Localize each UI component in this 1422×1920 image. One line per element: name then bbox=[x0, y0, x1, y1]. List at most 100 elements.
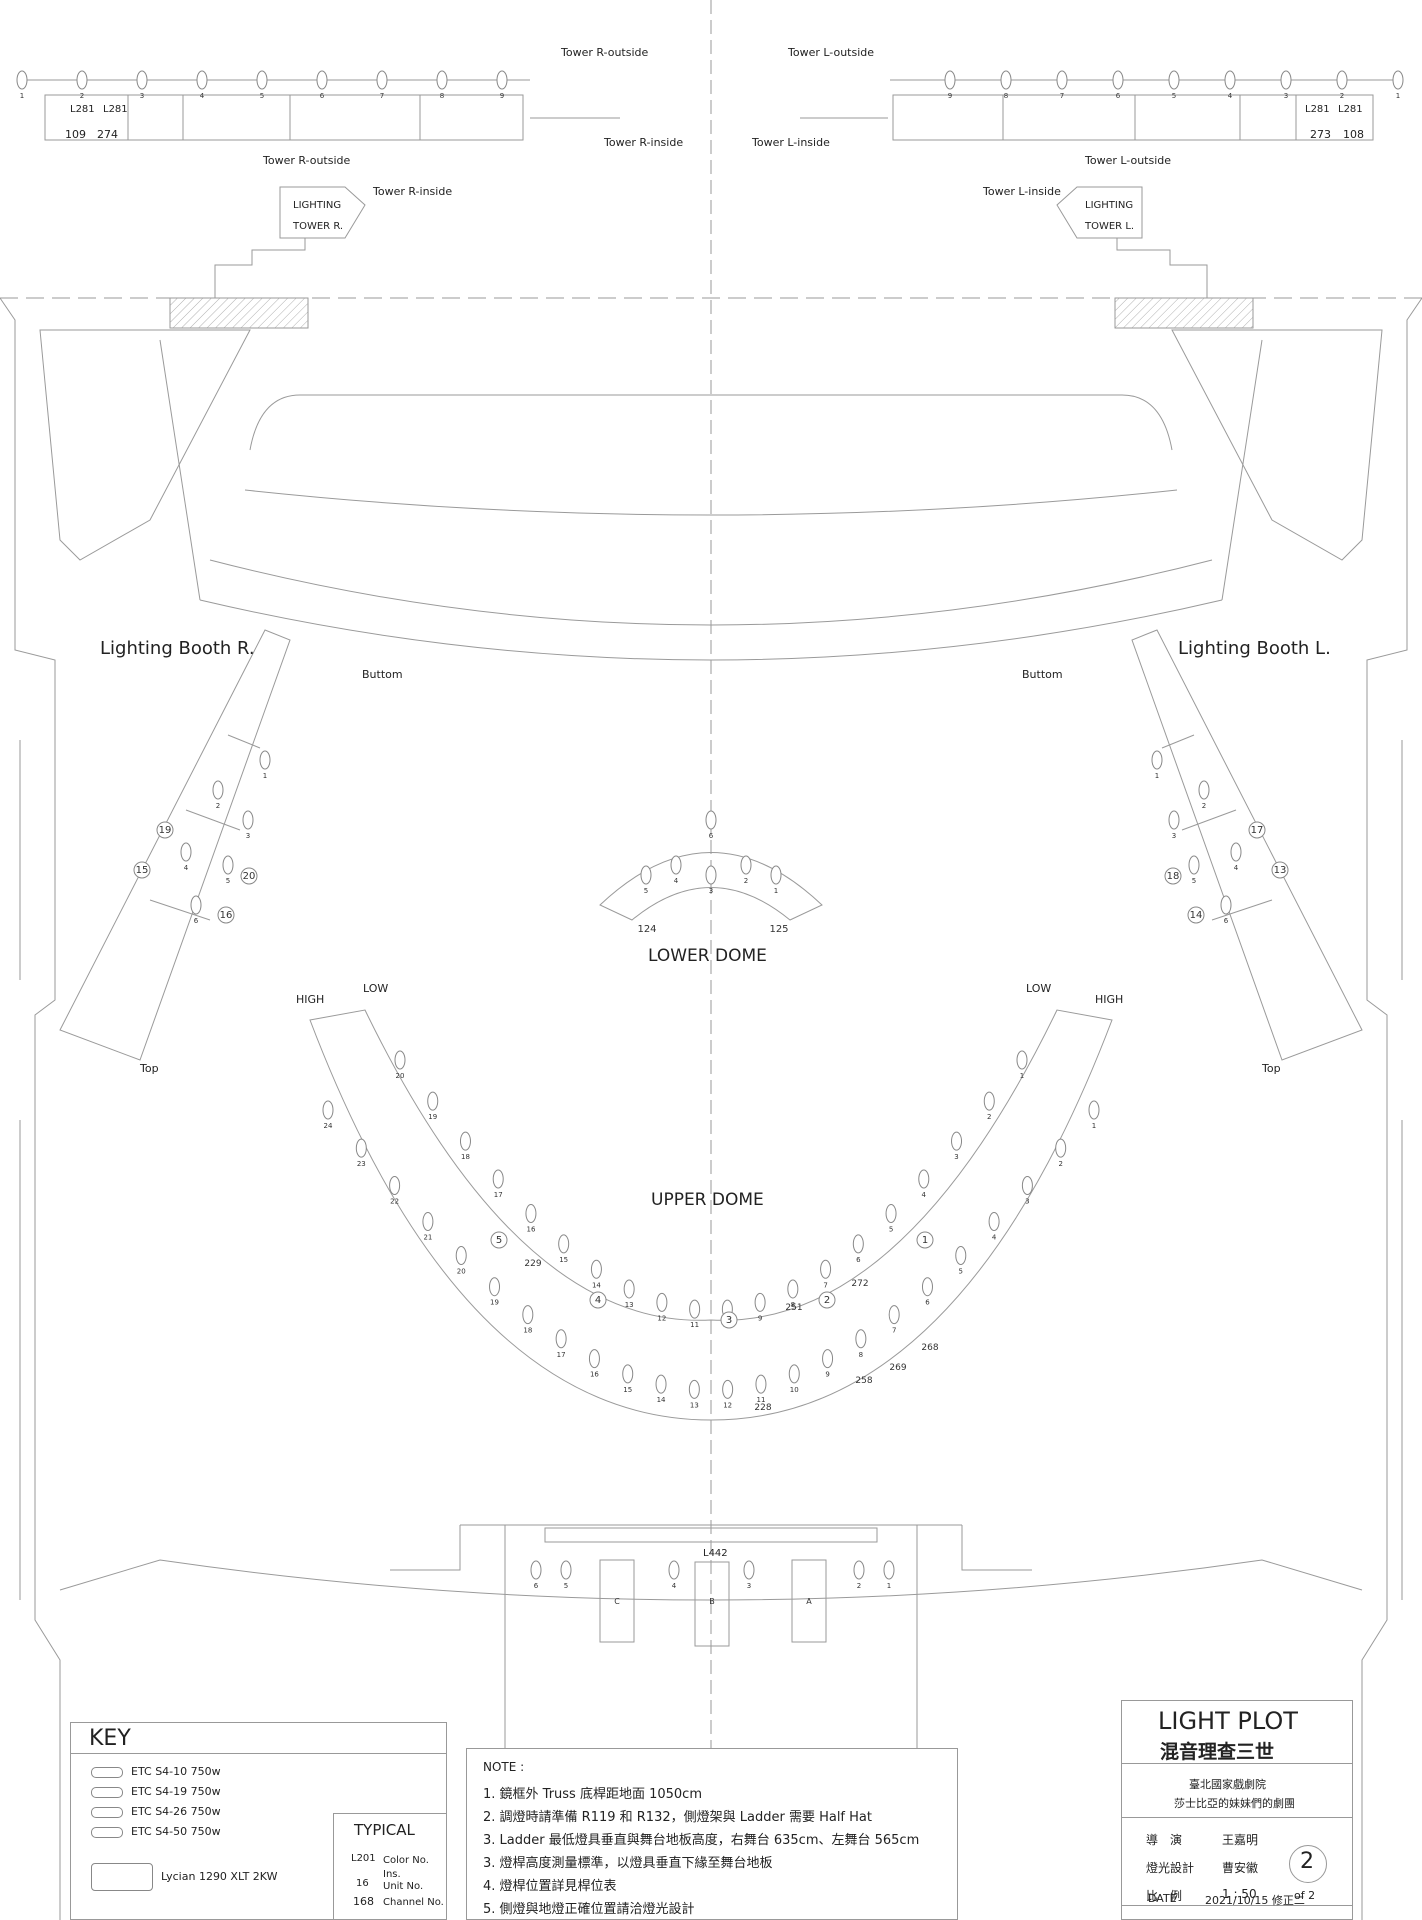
lower-dome-unit: 6 bbox=[705, 810, 717, 840]
stage-unit: 2 bbox=[853, 1560, 865, 1590]
note-item: 3. 燈桿高度測量標準，以燈具垂直下緣至舞台地板 bbox=[483, 1856, 773, 1871]
date-label: DATE bbox=[1148, 1892, 1177, 1905]
key-item: ETC S4-50 750w bbox=[91, 1825, 221, 1838]
lower-dome-unit: 1 bbox=[770, 865, 782, 895]
note-item: 2. 調燈時請準備 R119 和 R132，側燈架與 Ladder 需要 Hal… bbox=[483, 1810, 872, 1825]
note-item: 5. 側燈與地燈正確位置請洽燈光設計 bbox=[483, 1902, 695, 1917]
booth-l-top-label: Top bbox=[1262, 1062, 1281, 1075]
upper-dome-inner-unit: 16 bbox=[525, 1204, 537, 1234]
stage-unit: 1 bbox=[883, 1560, 895, 1590]
svg-text:6: 6 bbox=[925, 1299, 930, 1307]
svg-text:17: 17 bbox=[1251, 825, 1264, 836]
upper-dome-high-right: HIGH bbox=[1095, 993, 1124, 1006]
tower-r-channel: 109 bbox=[65, 128, 86, 141]
lower-dome-unit: 2 bbox=[740, 855, 752, 885]
tower-l-unit: 6 bbox=[1112, 70, 1124, 100]
stage-unit: 6 bbox=[530, 1560, 542, 1590]
svg-text:11: 11 bbox=[756, 1396, 765, 1404]
svg-text:5: 5 bbox=[496, 1235, 502, 1246]
upper-dome-outer-unit: 6 bbox=[921, 1277, 933, 1307]
svg-text:17: 17 bbox=[557, 1351, 566, 1359]
upper-dome-channel: 1 bbox=[916, 1231, 934, 1249]
tower-l-unit: 4 bbox=[1224, 70, 1236, 100]
upper-dome-inner-unit: 4 bbox=[918, 1169, 930, 1199]
svg-text:5: 5 bbox=[1172, 92, 1176, 100]
svg-text:5: 5 bbox=[226, 877, 230, 885]
stage-unit: 5 bbox=[560, 1560, 572, 1590]
svg-text:6: 6 bbox=[194, 917, 199, 925]
lycian-spot-label: B bbox=[709, 1597, 715, 1606]
svg-text:20: 20 bbox=[243, 871, 256, 882]
svg-text:8: 8 bbox=[791, 1301, 795, 1309]
svg-text:19: 19 bbox=[159, 825, 172, 836]
tower-r-unit: 4 bbox=[196, 70, 208, 100]
tower-r-outside-label: Tower R-outside bbox=[561, 46, 649, 59]
svg-text:4: 4 bbox=[672, 1582, 677, 1590]
svg-text:4: 4 bbox=[922, 1191, 927, 1199]
notes-panel: NOTE : 1. 鏡框外 Truss 底桿距地面 1050cm 2. 調燈時請… bbox=[466, 1748, 958, 1920]
svg-text:15: 15 bbox=[623, 1386, 632, 1394]
director-name: 王嘉明 bbox=[1222, 1833, 1259, 1847]
svg-text:5: 5 bbox=[644, 887, 648, 895]
booth-r-unit: 6 bbox=[190, 895, 202, 925]
booth-l-channel: 17 bbox=[1248, 821, 1266, 839]
upper-dome-outer-unit: 4 bbox=[988, 1212, 1000, 1242]
upper-dome-inner-unit: 19 bbox=[427, 1091, 439, 1121]
upper-dome-outer-unit: 15 bbox=[622, 1364, 634, 1394]
svg-text:8: 8 bbox=[440, 92, 444, 100]
svg-text:4: 4 bbox=[674, 877, 679, 885]
tower-l-unit: 1 bbox=[1392, 70, 1404, 100]
tower-l-color-tag: L281 bbox=[1305, 104, 1330, 115]
svg-text:6: 6 bbox=[320, 92, 325, 100]
svg-text:5: 5 bbox=[889, 1226, 893, 1234]
svg-text:4: 4 bbox=[992, 1234, 997, 1242]
lycian-spot-icon bbox=[91, 1863, 153, 1891]
svg-text:18: 18 bbox=[1167, 871, 1180, 882]
svg-text:7: 7 bbox=[380, 92, 384, 100]
booth-r-unit: 2 bbox=[212, 780, 224, 810]
tower-r-unit: 7 bbox=[376, 70, 388, 100]
upper-dome-outer-unit: 9 bbox=[822, 1349, 834, 1379]
svg-text:3: 3 bbox=[747, 1582, 751, 1590]
svg-text:8: 8 bbox=[1004, 92, 1008, 100]
tower-l-inside-mid-label: Tower L-inside bbox=[983, 185, 1061, 198]
scale-label: 比 例 bbox=[1146, 1889, 1183, 1903]
fixture-s4-10-icon bbox=[91, 1766, 123, 1778]
booth-r-channel: 16 bbox=[217, 906, 235, 924]
svg-text:1: 1 bbox=[887, 1582, 891, 1590]
svg-text:12: 12 bbox=[657, 1314, 666, 1322]
svg-text:13: 13 bbox=[690, 1401, 699, 1409]
booth-r-unit: 1 bbox=[259, 750, 271, 780]
tower-r-inside-mid-label: Tower R-inside bbox=[373, 185, 453, 198]
sheet-of: of 2 bbox=[1294, 1889, 1316, 1902]
upper-dome-inner-unit: 20 bbox=[394, 1050, 406, 1080]
upper-dome-inner-unit: 9 bbox=[754, 1292, 766, 1322]
svg-text:18: 18 bbox=[523, 1327, 532, 1335]
svg-text:14: 14 bbox=[1190, 910, 1203, 921]
lighting-tower-r-label-1: LIGHTING bbox=[293, 200, 342, 211]
svg-text:19: 19 bbox=[490, 1299, 499, 1307]
tower-l-unit: 2 bbox=[1336, 70, 1348, 100]
fixture-s4-26-icon bbox=[91, 1806, 123, 1818]
svg-text:1: 1 bbox=[20, 92, 24, 100]
svg-text:5: 5 bbox=[564, 1582, 568, 1590]
director-label: 導 演 bbox=[1146, 1833, 1183, 1847]
svg-text:22: 22 bbox=[390, 1198, 399, 1206]
lower-dome-unit: 5 bbox=[640, 865, 652, 895]
booth-r-unit: 5 bbox=[222, 855, 234, 885]
svg-text:3: 3 bbox=[726, 1315, 732, 1326]
booth-r-channel: 19 bbox=[156, 821, 174, 839]
tower-l-unit: 5 bbox=[1168, 70, 1180, 100]
tower-l-channel: 108 bbox=[1343, 128, 1364, 141]
svg-text:7: 7 bbox=[1060, 92, 1064, 100]
upper-dome-channel: 2 bbox=[818, 1291, 836, 1309]
booth-l-unit: 5 bbox=[1188, 855, 1200, 885]
typical-channel: 168 bbox=[353, 1895, 374, 1908]
stage-ladder-tag: L442 bbox=[703, 1548, 728, 1559]
svg-text:4: 4 bbox=[1234, 864, 1239, 872]
tower-l-inside-label: Tower L-inside bbox=[752, 136, 830, 149]
upper-dome-outer-unit: 10 bbox=[788, 1364, 800, 1394]
svg-text:6: 6 bbox=[534, 1582, 539, 1590]
svg-text:4: 4 bbox=[184, 864, 189, 872]
